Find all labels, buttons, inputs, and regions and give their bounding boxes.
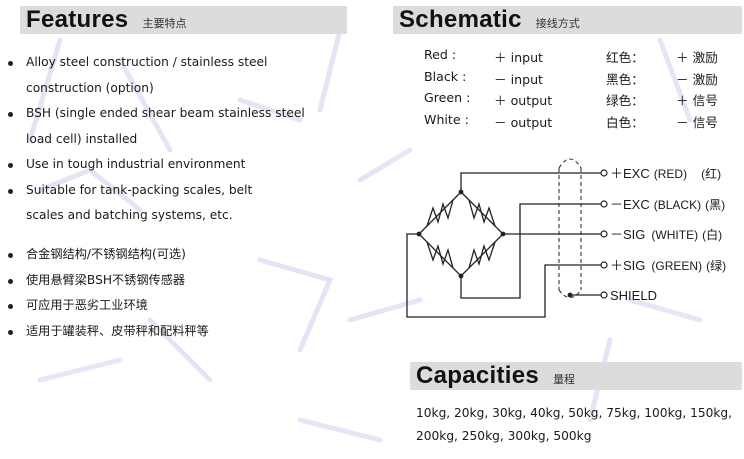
feature-item: Suitable for tank-packing scales, belt s… (8, 178, 308, 229)
features-header: Features 主要特点 (20, 6, 347, 34)
bullet-icon (8, 188, 13, 194)
feature-item: BSH (single ended shear beam stainless s… (8, 101, 308, 152)
bridge-wiring (406, 172, 601, 318)
feature-text: Suitable for tank-packing scales, belt (26, 182, 253, 197)
feature-item-cn: 使用悬臂梁BSH不锈钢传感器 (8, 268, 308, 294)
capacities-line: 10kg, 20kg, 30kg, 40kg, 50kg, 75kg, 100k… (416, 406, 733, 420)
features-subtitle: 主要特点 (142, 17, 187, 30)
wire-row-white: White : － output 白色： － 信号 (424, 112, 744, 134)
schematic-title: Schematic (399, 6, 522, 33)
wire-color-en: Black : (424, 68, 467, 84)
wire-color-en: Red : (424, 47, 457, 62)
terminal-exc-plus: ＋EXC(RED)(红) (610, 166, 721, 181)
feature-text-cont: construction (option) (26, 80, 154, 95)
feature-text: BSH (single ended shear beam stainless s… (26, 106, 305, 120)
bullet-icon (8, 304, 13, 309)
terminal-sig-plus: ＋SIG(GREEN)(绿) (610, 258, 726, 273)
features-list-en: Alloy steel construction / stainless ste… (8, 50, 308, 229)
wire-row-green: Green : ＋ output 绿色： ＋ 信号 (424, 90, 744, 112)
terminal-circles (600, 169, 608, 299)
wire-color-table: Red : ＋ input 红色： ＋ 激励 Black : － input 黑… (424, 47, 744, 133)
feature-item-cn: 可应用于恶劣工业环境 (8, 293, 308, 319)
bullet-icon (8, 278, 13, 284)
terminal-shield: SHIELD (610, 288, 657, 303)
wire-color-cn: 黑色： (606, 71, 644, 87)
bullet-icon (8, 329, 13, 335)
schematic-subtitle: 接线方式 (535, 17, 580, 30)
wire-row-black: Black : － input 黑色： － 激励 (424, 69, 744, 91)
bullet-icon (8, 61, 13, 66)
wire-color-cn: 红色： (606, 50, 644, 65)
bullet-icon (8, 112, 13, 117)
feature-text-cn: 合金钢结构/不锈钢结构(可选) (26, 247, 186, 261)
resistor-icon (426, 199, 454, 227)
feature-text-cn: 可应用于恶劣工业环境 (26, 298, 148, 312)
wire-signal-cn: － 激励 (676, 71, 718, 87)
bullet-icon (8, 163, 13, 168)
wire-signal-en: － input (494, 71, 543, 87)
capacities-header: Capacities 量程 (410, 362, 742, 390)
wire-color-en: Green : (424, 90, 471, 105)
feature-item-cn: 合金钢结构/不锈钢结构(可选) (8, 242, 308, 268)
resistor-icon (468, 241, 496, 269)
wire-color-cn: 白色： (606, 114, 644, 130)
terminal-exc-minus: －EXC(BLACK)(黑) (610, 197, 725, 212)
feature-item: Alloy steel construction / stainless ste… (8, 50, 308, 101)
node-dots (416, 189, 573, 298)
capacities-values: 10kg, 20kg, 30kg, 40kg, 50kg, 75kg, 100k… (416, 402, 736, 448)
feature-text: Use in tough industrial environment (26, 157, 246, 171)
wire-signal-en: ＋ output (494, 93, 553, 108)
wire-row-red: Red : ＋ input 红色： ＋ 激励 (424, 47, 744, 69)
wire-signal-cn: － 信号 (676, 114, 718, 130)
feature-item-cn: 适用于罐装秤、皮带秤和配料秤等 (8, 319, 308, 345)
wire-signal-en: ＋ input (494, 50, 543, 65)
schematic-header: Schematic 接线方式 (393, 6, 742, 34)
feature-text-cont: scales and batching systems, etc. (26, 208, 233, 222)
capacities-line: 200kg, 250kg, 300kg, 500kg (416, 429, 592, 443)
feature-text-cont: load cell) installed (26, 131, 138, 146)
wire-color-cn: 绿色： (606, 93, 644, 108)
wire-signal-en: － output (494, 114, 553, 130)
bullet-icon (8, 253, 13, 258)
features-list-cn: 合金钢结构/不锈钢结构(可选) 使用悬臂梁BSH不锈钢传感器 可应用于恶劣工业环… (8, 242, 308, 344)
capacities-title: Capacities (416, 362, 540, 389)
wire-signal-cn: ＋ 激励 (676, 50, 718, 65)
shield-cable (558, 158, 582, 299)
resistor-icon (468, 199, 496, 227)
features-title: Features (26, 6, 129, 33)
feature-text: Alloy steel construction / stainless ste… (26, 55, 268, 69)
resistor-icon (426, 241, 454, 269)
feature-text-cn: 使用悬臂梁BSH不锈钢传感器 (26, 272, 186, 287)
capacities-subtitle: 量程 (553, 373, 576, 386)
feature-text-cn: 适用于罐装秤、皮带秤和配料秤等 (26, 323, 209, 338)
feature-item: Use in tough industrial environment (8, 152, 308, 178)
wire-color-en: White : (424, 111, 469, 127)
terminal-sig-minus: －SIG(WHITE)(白) (610, 227, 722, 242)
wire-signal-cn: ＋ 信号 (676, 93, 718, 108)
